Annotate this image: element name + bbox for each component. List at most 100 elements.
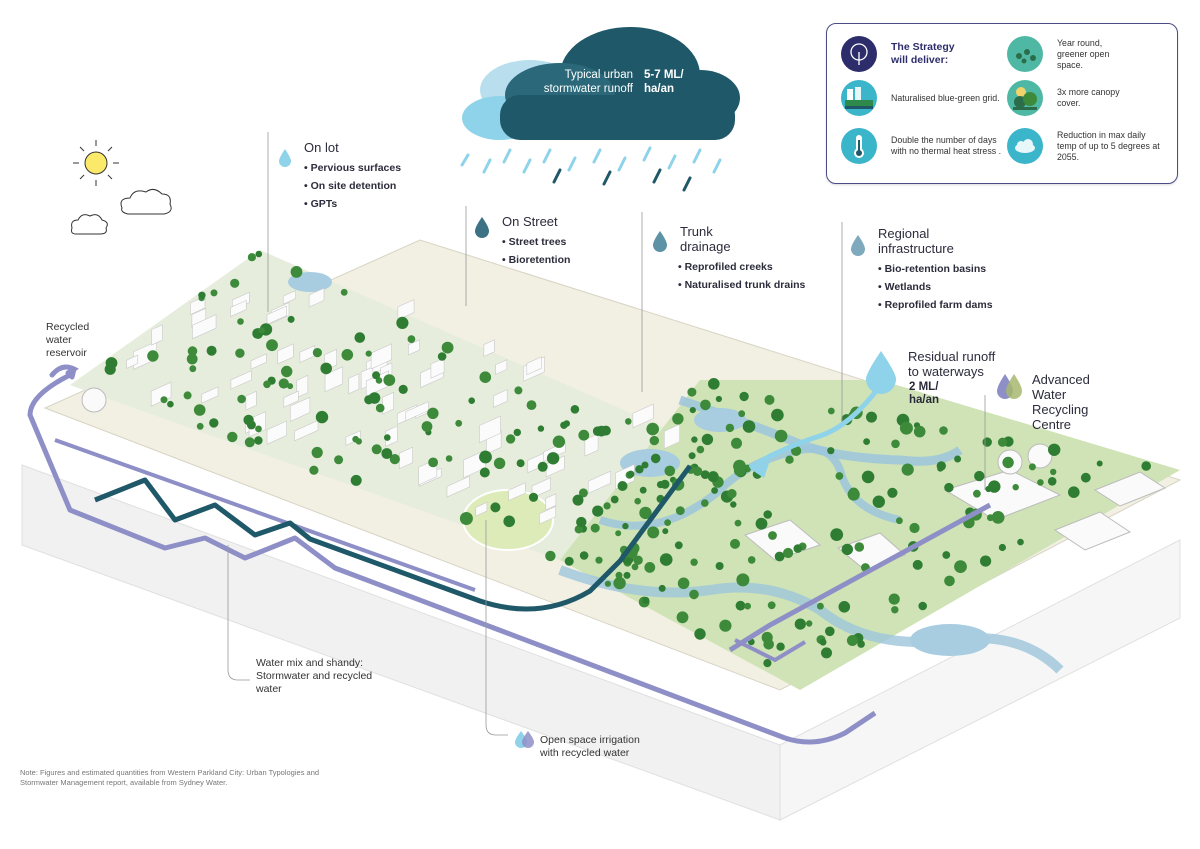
tree (736, 573, 750, 587)
tree (846, 635, 858, 646)
tree (901, 463, 914, 476)
tree (711, 487, 718, 494)
building (299, 345, 315, 364)
tree (912, 559, 923, 570)
tree (1050, 468, 1057, 476)
tree (735, 600, 746, 611)
tree (193, 404, 206, 416)
tree (371, 444, 382, 455)
tree (255, 250, 263, 258)
tree (479, 371, 492, 384)
tree (375, 403, 385, 413)
sun-icon (73, 140, 119, 186)
tree (196, 422, 204, 430)
recycled-water-pipe (27, 372, 877, 745)
tree (825, 626, 835, 637)
tree (690, 558, 698, 566)
small-cloud-icon (120, 188, 172, 215)
tree (793, 544, 803, 553)
tree (998, 543, 1007, 552)
tree (206, 345, 217, 356)
tree (742, 420, 756, 433)
building (192, 314, 217, 340)
tree (514, 386, 523, 395)
tree (381, 448, 393, 459)
tree (350, 474, 362, 486)
tree (572, 494, 584, 506)
tree (973, 489, 981, 498)
reservoir-tank (81, 387, 107, 413)
tree (244, 437, 255, 448)
tree (183, 391, 192, 400)
tree (1096, 460, 1103, 467)
tree (861, 470, 875, 484)
strategy-item-text: Naturalised blue-green grid. (891, 92, 1000, 103)
bullet-item: Street trees (502, 233, 622, 251)
tree (767, 601, 776, 610)
tree (263, 380, 271, 389)
tree (891, 439, 900, 449)
tree (247, 253, 256, 262)
tree (664, 519, 671, 526)
tree (578, 429, 590, 441)
building (201, 386, 219, 404)
tree (888, 593, 900, 605)
tree (909, 522, 920, 534)
tree (625, 418, 632, 425)
tree (817, 602, 824, 610)
tree (768, 531, 777, 540)
tree (631, 563, 639, 571)
tree (564, 556, 574, 566)
tree (954, 455, 962, 463)
recycled-water-drop-icon (997, 374, 1022, 399)
tree (727, 489, 737, 499)
treatment-building (1053, 511, 1132, 551)
tree (505, 434, 516, 444)
tree (774, 551, 785, 562)
tree (887, 487, 898, 498)
building (151, 324, 163, 346)
tree (689, 589, 699, 600)
tree (604, 580, 612, 587)
tree (104, 363, 116, 375)
cloud-runoff-label: Typical urban stormwater runoff (543, 69, 633, 95)
tree (334, 455, 344, 465)
tree (675, 506, 685, 516)
water-drop-icon (653, 231, 667, 252)
tree (230, 278, 240, 288)
tree (372, 371, 381, 380)
source-note: Note: Figures and estimated quantities f… (20, 768, 320, 787)
blue-green-grid-icon (841, 80, 877, 116)
tree (384, 434, 391, 441)
pond (910, 624, 990, 656)
strategy-item: Naturalised blue-green grid. (841, 80, 1001, 116)
tree (674, 541, 683, 550)
tree (389, 454, 400, 465)
tree (537, 461, 548, 472)
tree (396, 316, 409, 329)
building (493, 389, 508, 408)
tree (255, 425, 262, 433)
tree (1028, 463, 1036, 471)
large-water-drop-icon (866, 351, 896, 394)
tree (649, 435, 659, 446)
building (370, 343, 392, 370)
tree (650, 453, 661, 464)
tree (578, 488, 588, 498)
tree (1012, 484, 1019, 491)
tree (1048, 443, 1061, 456)
tree (516, 459, 525, 468)
cloud-temp-icon (1007, 128, 1043, 164)
tree (355, 438, 362, 445)
strategy-title: The Strategy will deliver: (891, 41, 955, 66)
storage-tank (1027, 443, 1053, 469)
tree (662, 528, 669, 535)
tree (287, 315, 295, 323)
tree (526, 400, 537, 410)
tree (147, 350, 159, 362)
tree (576, 516, 587, 528)
tree (985, 485, 992, 493)
tree (312, 348, 322, 358)
strategy-item: Reduction in max daily temp of up to 5 d… (1007, 128, 1167, 164)
tree (785, 455, 794, 464)
